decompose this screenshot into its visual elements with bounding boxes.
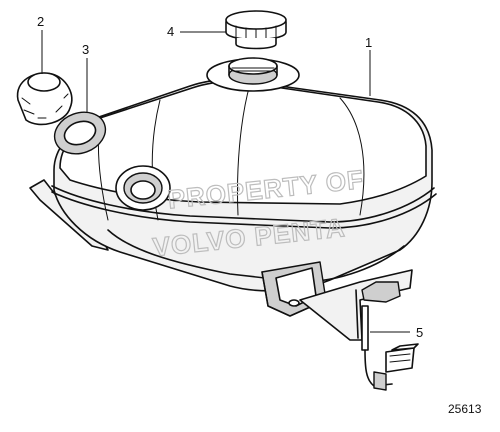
callout-leaders [41,30,410,333]
callout-1: 1 [365,35,372,50]
pressure-cap [225,10,287,50]
expansion-tank [29,57,437,341]
level-sensor [361,305,419,391]
callout-2: 2 [37,14,44,29]
callout-5: 5 [416,325,423,340]
callout-3: 3 [82,42,89,57]
drawing-number: 25613 [448,402,482,416]
callout-4: 4 [167,24,174,39]
filler-cap [16,72,73,126]
sealing-ring [53,111,107,155]
